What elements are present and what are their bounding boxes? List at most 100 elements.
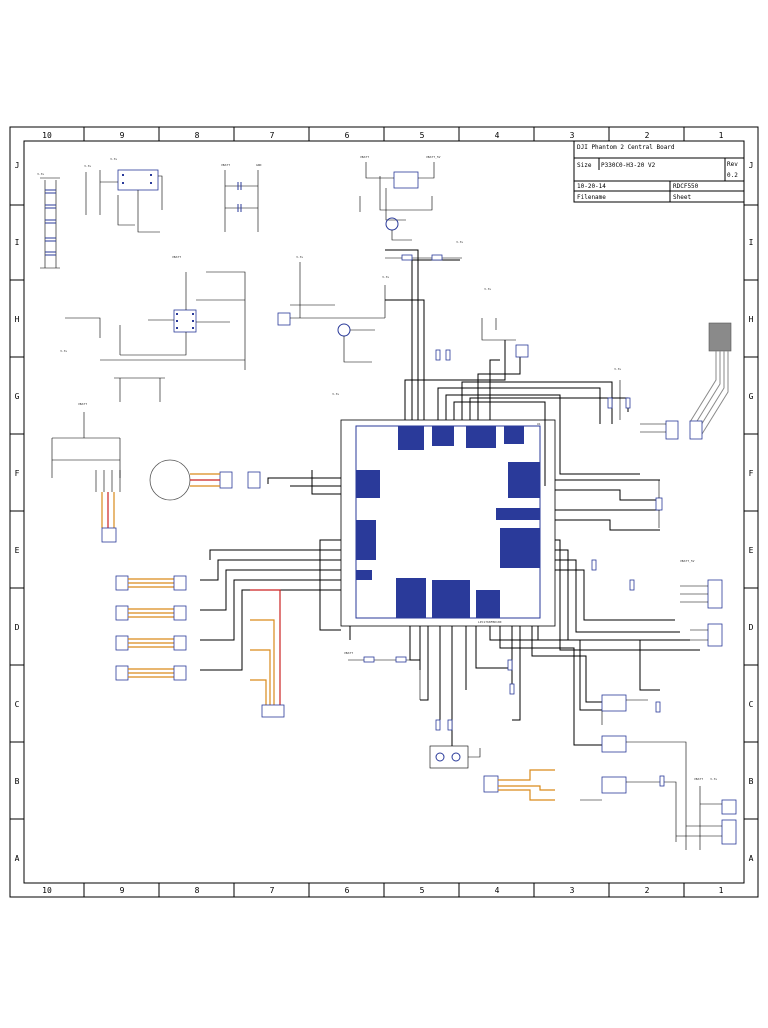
inner-frame [23, 140, 745, 884]
col-label: 1 [719, 886, 724, 895]
col-label: 8 [195, 886, 200, 895]
mcu-u1: U1 LPC1768FBD100 [340, 419, 556, 627]
net-3v3-label: 3.3v [710, 777, 717, 781]
row-label: J [15, 161, 20, 170]
row-ruler [10, 204, 758, 820]
mcu-part-label: LPC1768FBD100 [478, 620, 502, 624]
col-label: 7 [270, 886, 275, 895]
cap-column-left: 3.3v [37, 172, 60, 269]
row-label: A [15, 854, 20, 863]
cap-pair-j8: VBATT GND [221, 163, 262, 232]
net-label: VBATT_5V [680, 559, 695, 563]
connector-b5 [429, 745, 481, 769]
connector-d1 [690, 623, 723, 647]
row-label: B [749, 777, 754, 786]
row-label: G [15, 392, 20, 401]
row-label: C [749, 700, 754, 709]
col-label: 4 [495, 131, 500, 140]
net-3v3-label: 3.3v [484, 287, 491, 291]
col-label: 10 [42, 131, 52, 140]
column-ruler [83, 127, 685, 897]
mcu-ref-label: U1 [537, 422, 541, 426]
misc-components: 3.3v [332, 349, 665, 787]
col-label: 4 [495, 886, 500, 895]
col-label: 1 [719, 131, 724, 140]
ic-b2-lower [580, 776, 677, 842]
connector-b1: VBATT 3.3v [676, 777, 737, 850]
row-label: I [15, 238, 20, 247]
row-label: G [749, 392, 754, 401]
net-3v3-label: 3.3v [296, 255, 303, 259]
doc-id: RDCF550 [673, 183, 699, 190]
col-label: 7 [270, 131, 275, 140]
date-value: 10-20-14 [577, 183, 606, 190]
row-label: H [15, 315, 20, 324]
row-labels-right: J I H G F E D C B A [749, 161, 754, 863]
net-label: VBATT [694, 777, 703, 781]
col-label: 6 [345, 131, 350, 140]
outer-frame [9, 126, 759, 898]
row-label: E [15, 546, 20, 555]
net-3v3-label: 3.3v [110, 157, 117, 161]
net-3v3-label: 3.3v [332, 392, 339, 396]
col-label: 6 [345, 886, 350, 895]
resistor-group-c6: VBATT [344, 640, 421, 700]
connector-g2: 3.3v [614, 367, 703, 440]
row-label: H [749, 315, 754, 324]
row-labels-left: J I H G F E D C B A [15, 161, 20, 863]
net-3v3-label: 3.3v [84, 164, 91, 168]
connector-e9 [101, 492, 117, 543]
col-label: 9 [120, 131, 125, 140]
ic-top-left: 3.3v 3.3v [84, 157, 163, 233]
connector-h4: 3.3v [481, 287, 529, 358]
connector-h7: 3.3v 3.3v [277, 255, 389, 363]
row-label: F [749, 469, 754, 478]
row-label: F [15, 469, 20, 478]
sheet-label: Sheet [673, 194, 691, 201]
connector-e1: VBATT_5V [680, 559, 723, 609]
project-title: DJI Phantom 2 Central Board [577, 144, 675, 151]
power-bus [250, 589, 285, 718]
mcu-wiring [200, 249, 700, 746]
title-block: DJI Phantom 2 Central Board Size P330C0-… [573, 140, 745, 203]
col-label: 5 [420, 886, 425, 895]
esc-connector-2 [115, 605, 187, 621]
crystal-f2 [655, 480, 663, 528]
row-label: E [749, 546, 754, 555]
ic-b2-upper [601, 735, 687, 850]
rev-value: 0.2 [727, 172, 738, 179]
net-3v3-label: 3.3v [614, 367, 621, 371]
col-label: 2 [645, 131, 650, 140]
resistor-group-f9: VBATT [51, 402, 121, 492]
size-value: P330C0-H3-20 V2 [601, 162, 656, 169]
net-3v3-label: 3.3v [456, 240, 463, 244]
net-label: GND [256, 163, 262, 167]
esc-connector-4 [115, 665, 187, 681]
net-label: VBATT [221, 163, 230, 167]
net-3v3-label: 3.3v [60, 349, 67, 353]
col-label: 8 [195, 131, 200, 140]
ic-c2 [601, 694, 648, 725]
row-label: D [749, 623, 754, 632]
regulator-group: VBATT VBATT_5V [359, 155, 441, 241]
row-label: B [15, 777, 20, 786]
col-label: 3 [570, 886, 575, 895]
connector-f8 [190, 471, 261, 489]
net-label: VBATT [344, 651, 353, 655]
rev-label: Rev [727, 161, 738, 168]
col-label: 10 [42, 886, 52, 895]
round-component [149, 459, 191, 501]
net-3v3-label: 3.3v [382, 275, 389, 279]
ic-h8: VBATT 3.3v [60, 255, 246, 402]
row-label: I [749, 238, 754, 247]
ribbon-connector [689, 322, 732, 435]
esc-connector-1 [115, 575, 187, 591]
net-label: VBATT [172, 255, 181, 259]
esc-connector-3 [115, 635, 187, 651]
net-label: VBATT_5V [426, 155, 441, 159]
col-label: 3 [570, 131, 575, 140]
row-label: J [749, 161, 754, 170]
resistor-row-i5: 3.3v [385, 240, 463, 261]
connector-b4 [483, 769, 555, 801]
